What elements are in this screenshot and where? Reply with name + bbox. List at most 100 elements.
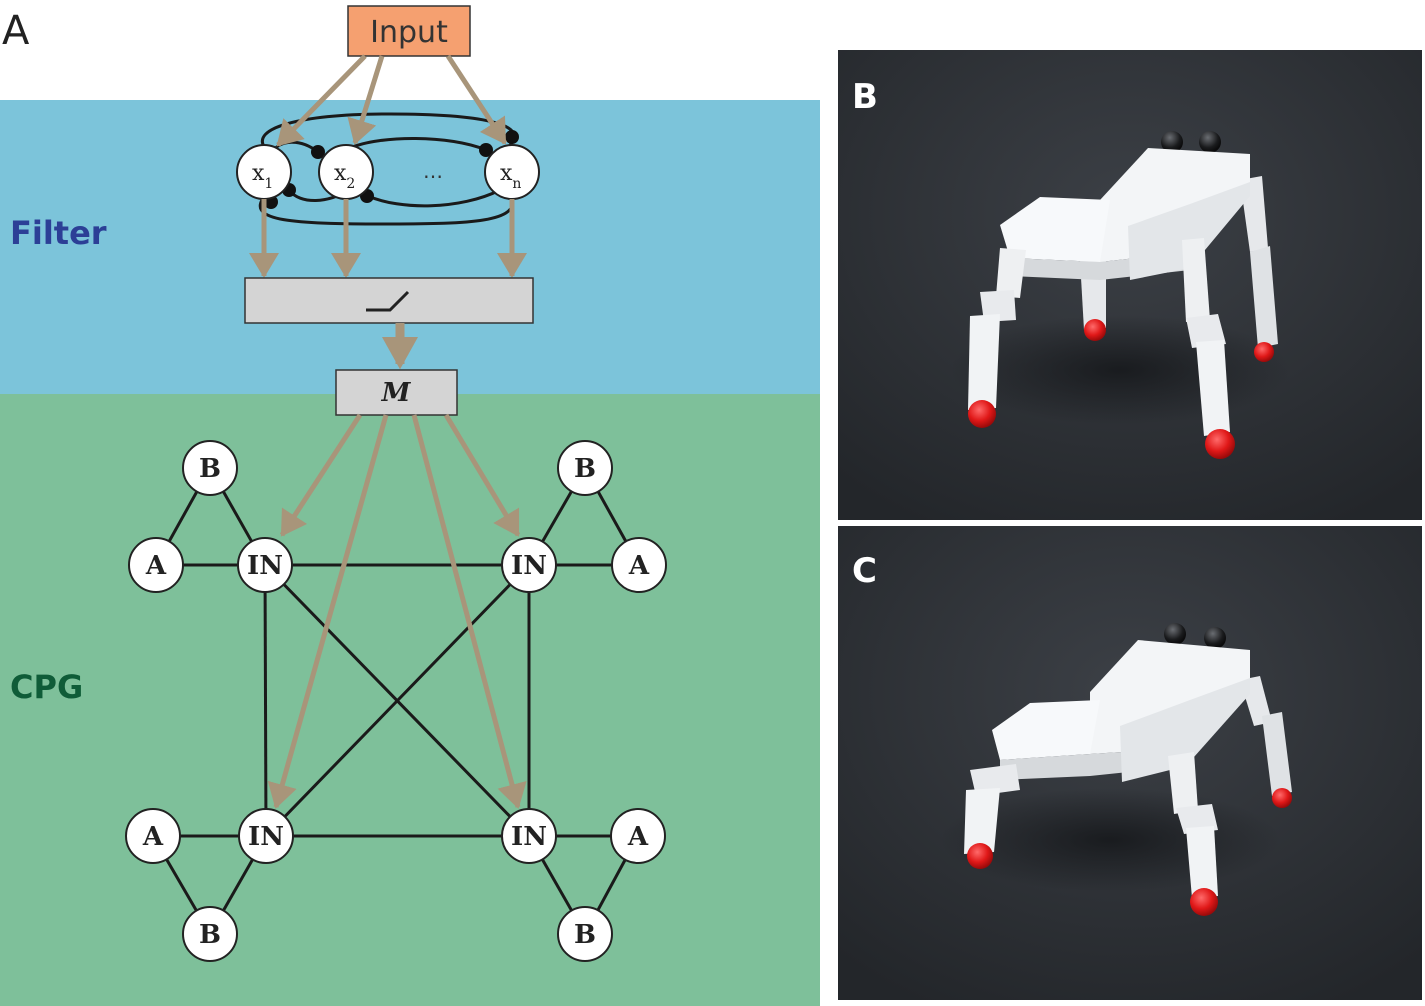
body-rear [1000, 197, 1110, 262]
eye-left [1161, 131, 1183, 153]
node-in-br [501, 808, 557, 864]
svg-text:x2: x2 [334, 161, 355, 192]
robot-b [950, 131, 1290, 459]
arrow-m-in-tr [443, 413, 521, 537]
x1-sub: 1 [264, 176, 273, 192]
panel-b-background [838, 50, 1422, 520]
robot-shadow [950, 315, 1290, 425]
node-a-tl [128, 537, 184, 593]
node-b-tr [557, 440, 613, 496]
node-in-tr [501, 537, 557, 593]
synapse-dot [505, 130, 519, 144]
filter-region [0, 100, 820, 394]
svg-text:xn: xn [500, 161, 521, 192]
panel-a-letter: A [2, 8, 30, 54]
body-front-side [1120, 678, 1250, 782]
filter-ellipsis: … [423, 159, 443, 183]
leg-front-left-knee [970, 764, 1020, 796]
panel-b-letter: B [852, 77, 878, 117]
robot-c [940, 623, 1292, 916]
node-in-bl [238, 808, 294, 864]
leg-back-right-lower [1250, 246, 1278, 348]
body-front-side [1128, 182, 1250, 280]
synapse-dot [479, 143, 493, 157]
label-a-br: A [627, 822, 649, 852]
foot-back-left [1084, 319, 1106, 341]
eye-left [1164, 623, 1186, 645]
filter-node-x1: x1 [236, 144, 292, 200]
rectifier-icon [366, 290, 410, 312]
filter-recurrent-connections [258, 112, 516, 226]
foot-front-left [968, 400, 996, 428]
label-b-tr: B [574, 454, 596, 484]
top-outer-loop [261, 112, 516, 149]
node-b-br [557, 906, 613, 962]
body-rear [992, 700, 1100, 760]
leg-front-left-lower [968, 314, 1000, 410]
panel-b: B [838, 50, 1422, 520]
label-b-br: B [574, 920, 596, 950]
edge-in-tl-bl [263, 564, 268, 837]
cpg-label: CPG [10, 668, 83, 706]
filter-output-arrows [249, 199, 527, 279]
node-b-bl [182, 906, 238, 962]
input-arrows [276, 54, 508, 147]
label-in-tl: IN [247, 551, 283, 581]
foot-front-right [1190, 888, 1218, 916]
arrow-input-x2 [347, 55, 385, 145]
x2-xn-lower-link [367, 188, 501, 208]
leg-front-left-lower [964, 788, 1000, 854]
panel-a: A Filter CPG Input [0, 5, 820, 1006]
bottom-outer-loop [258, 196, 515, 226]
leg-front-left-upper [996, 248, 1026, 298]
xn-sub: n [512, 176, 521, 192]
arrow-m-in-tl [279, 413, 363, 537]
xn-main: x [500, 161, 513, 186]
edge-in-tr-bl [264, 563, 531, 838]
label-in-bl: IN [248, 822, 284, 852]
node-a-bl [125, 808, 181, 864]
label-in-tr: IN [511, 551, 547, 581]
panel-c-letter: C [852, 551, 877, 591]
arrow-input-x1 [276, 54, 367, 147]
leg-front-right-knee [1186, 314, 1226, 348]
x2-sub: 2 [346, 176, 355, 192]
svg-text:x1: x1 [252, 161, 273, 192]
node-a-tr [611, 537, 667, 593]
label-in-br: IN [511, 822, 547, 852]
input-label: Input [370, 15, 448, 50]
label-a-tr: A [628, 551, 650, 581]
leg-front-right-lower [1196, 340, 1230, 436]
panel-c: C [838, 526, 1422, 1000]
label-a-tl: A [145, 551, 167, 581]
node-b-tl [182, 440, 238, 496]
arrow-m-in-br [411, 414, 527, 809]
synapse-dot [311, 145, 325, 159]
foot-back-right [1254, 342, 1274, 362]
rectifier-box [244, 277, 534, 324]
foot-back-right [1272, 788, 1292, 808]
eye-right [1204, 627, 1226, 649]
leg-front-right-upper [1182, 238, 1210, 322]
cpg-region [0, 394, 820, 1006]
node-in-tl [237, 537, 293, 593]
m-box [335, 369, 458, 416]
foot-front-left [967, 843, 993, 869]
node-a-br [610, 808, 666, 864]
label-b-bl: B [199, 920, 221, 950]
leg-back-right-lower [1262, 712, 1292, 796]
arrow-input-xn [445, 54, 508, 145]
input-box [347, 5, 471, 57]
cpg-node-circles [125, 440, 667, 962]
filter-node-xn: xn [484, 144, 540, 200]
leg-front-right-upper [1168, 752, 1198, 814]
x2-main: x [334, 161, 347, 186]
cpg-node-labels: B A IN B IN A A IN B IN A B [142, 454, 650, 950]
eye-right [1199, 131, 1221, 153]
x1-main: x [252, 161, 265, 186]
m-output-arrows [267, 413, 527, 809]
arrow-m-in-bl [267, 414, 389, 809]
filter-label: Filter [10, 214, 107, 252]
foot-front-right [1205, 429, 1235, 459]
